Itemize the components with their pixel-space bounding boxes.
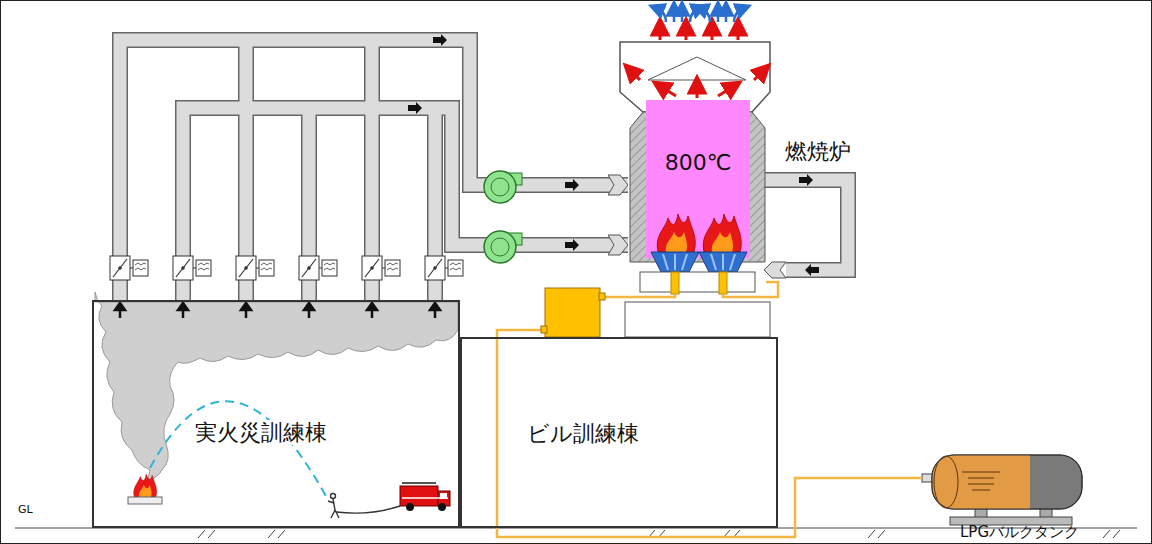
- damper-row: [110, 256, 463, 318]
- lpg-tank: LPGバルクタンク: [922, 450, 1090, 520]
- damper: [299, 256, 337, 318]
- furnace: 800℃燃焼炉: [628, 42, 768, 300]
- node-label: LPGバルクタンク: [960, 524, 1079, 541]
- node-label: 実火災訓練棟: [192, 420, 330, 445]
- lpg-tank: [922, 455, 1082, 525]
- text-anchor: ビル訓練棟: [527, 421, 639, 446]
- water-stream: [150, 401, 328, 500]
- damper: [173, 256, 211, 318]
- text-anchor: 800℃: [628, 150, 768, 175]
- damper: [425, 256, 463, 318]
- text-anchor: 燃焼炉: [785, 139, 851, 164]
- firefighter: [328, 494, 339, 519]
- duct-flow-arrows: [408, 34, 819, 276]
- duct-outline: [120, 40, 628, 300]
- exhaust-duct: [120, 40, 628, 300]
- recirculation-duct: [764, 180, 848, 278]
- fan: [484, 171, 522, 263]
- ground-level-label: GL: [18, 504, 33, 517]
- building: 実火災訓練棟: [92, 300, 460, 528]
- smoke: [95, 292, 458, 480]
- node-label: 800℃: [665, 150, 732, 175]
- text-anchor: LPGバルクタンク: [960, 522, 1079, 541]
- node-label: 燃焼炉: [785, 139, 851, 164]
- damper: [362, 256, 400, 318]
- text-anchor: 実火災訓練棟: [192, 420, 330, 445]
- hose: [336, 506, 400, 513]
- furnace: [620, 8, 778, 337]
- fire-source: [128, 474, 162, 504]
- exhaust-duct: [183, 108, 628, 300]
- fire-truck: [400, 483, 450, 511]
- damper: [236, 256, 274, 318]
- building: ビル訓練棟: [460, 337, 778, 528]
- lpg-control-box: [541, 288, 605, 337]
- damper: [110, 256, 148, 318]
- node-label: ビル訓練棟: [527, 421, 639, 446]
